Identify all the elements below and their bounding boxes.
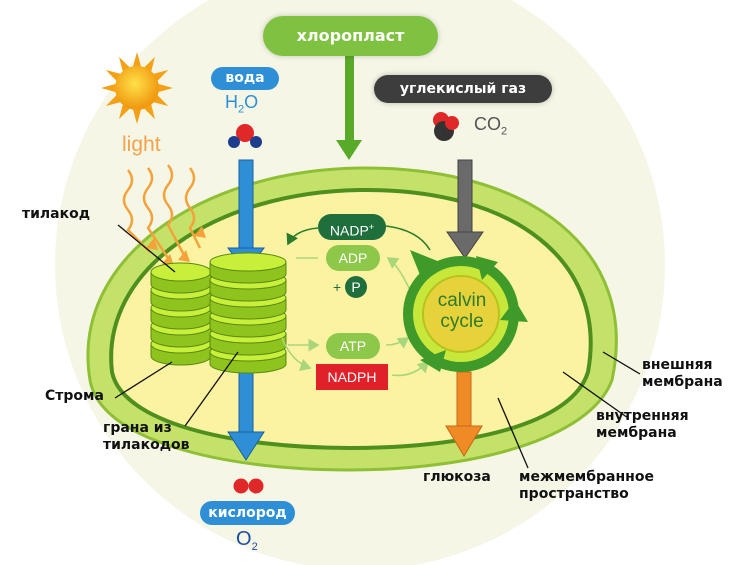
stroma-label: Строма [45,388,104,404]
co2-formula-main: CO [474,114,501,134]
co2-formula: CO2 [474,114,507,138]
calvin-cycle-label: calvin cycle [421,290,503,332]
thylakoid-stack-right [209,252,287,374]
co2-molecule-icon [433,112,459,141]
glucose-flow-arrow [445,371,483,457]
grana-label-line2: тилакодов [103,437,190,453]
phosphate-circle: P [345,276,367,298]
chloroplast-pointer-head [336,140,362,160]
intermembrane-line2: пространство [519,486,629,502]
water-formula-sub: 2 [238,103,245,116]
grana-label: грана из тилакодов [103,420,190,454]
water-formula-end: O [244,92,259,112]
sun-ray [158,84,173,92]
cycle-arrows [281,225,431,377]
sun-icon [101,52,173,124]
sun-ray [153,95,169,106]
water-label-pill: вода [211,67,279,90]
sun-ray [133,109,141,124]
oxygen-formula-sub: 2 [251,541,258,553]
water-formula: H2O [225,92,258,116]
glucose-label: глюкоза [423,469,491,485]
plus-sign: + [333,279,342,295]
thylakoid-disc [209,252,287,272]
sun-ray [105,70,121,81]
sun-ray [153,70,169,81]
light-label: light [122,133,161,156]
nadph-label: NADPH [327,369,377,385]
adp-label: ADP [338,250,368,266]
calvin-line2: cycle [440,311,484,332]
nadph-box: NADPH [316,364,388,390]
sun-ray [144,56,155,72]
chloroplast-title: хлоропласт [296,26,405,45]
light-rays [122,164,202,259]
sun-ray [119,56,130,72]
calvin-cycle-icon [403,250,528,372]
thylakoid-disc [150,262,212,282]
intermembrane-label: межмембранное пространство [519,469,654,503]
water-label: вода [225,70,265,86]
oxygen-label: кислород [208,505,287,521]
inner-membrane-line1: внутренняя [596,408,689,424]
thylakoid-stack-left [150,262,212,366]
intermembrane-line1: межмембранное [519,469,654,485]
chloroplast-pointer-shaft [345,48,354,148]
sun-ray [119,104,130,120]
sun-ray [133,52,141,67]
adp-box: ADP [326,245,380,271]
sun-ray [105,95,121,106]
outer-membrane-line1: внешняя [642,357,713,373]
oxygen-formula-main: O [236,528,252,550]
chloroplast-title-pill: хлоропласт [263,16,438,56]
water-formula-main: H [225,92,238,112]
thylakoid-label: тилакод [22,206,91,222]
nadp-box: NADP+ [318,214,386,240]
outer-membrane-label: внешняя мембрана [642,357,723,391]
atp-box: ATP [326,333,380,359]
oxygen-label-pill: кислород [200,501,295,525]
grana-label-line1: грана из [103,420,172,436]
inner-membrane-line2: мембрана [596,425,677,441]
nadp-label: NADP [329,222,369,239]
phosphate-label: P [351,279,361,295]
sun-ray [144,104,155,120]
nadp-sup: + [368,222,375,232]
outer-membrane-line2: мембрана [642,374,723,390]
water-molecule-icon [228,124,262,148]
oxygen-formula: O2 [236,528,258,553]
co2-label-pill: углекислый газ [374,75,552,103]
oxygen-molecule-icon [233,478,264,494]
atp-label: ATP [339,338,367,354]
inner-membrane-label: внутренняя мембрана [596,408,689,442]
calvin-line1: calvin [437,290,487,311]
sun-ray [101,84,116,92]
co2-formula-sub: 2 [501,125,508,138]
co2-label: углекислый газ [399,81,527,97]
co2-flow-arrow [446,159,484,259]
leader-lines [114,224,641,469]
